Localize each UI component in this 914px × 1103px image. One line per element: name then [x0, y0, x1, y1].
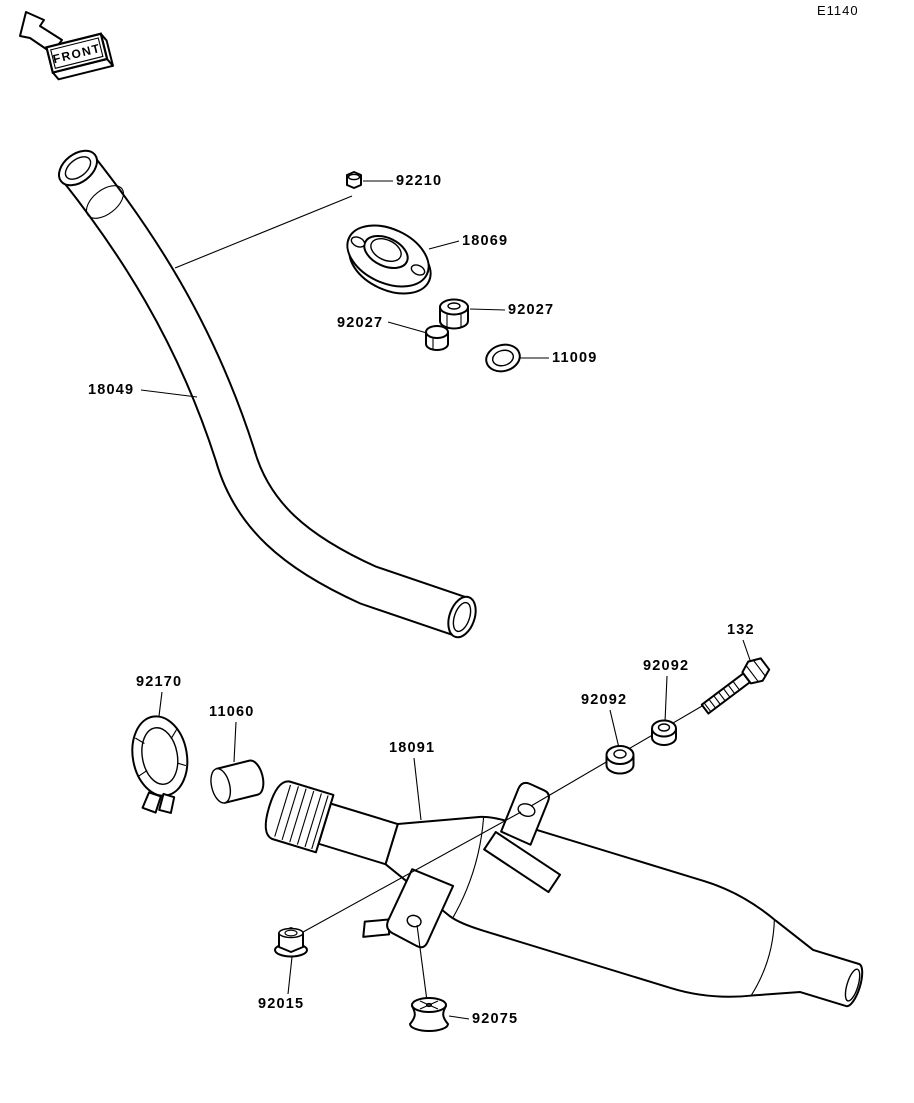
part-label-92027-right: 92027 [508, 302, 555, 318]
muffler-seam-front [452, 816, 485, 919]
mount-bolt [700, 657, 771, 715]
muffler-seam-rear [750, 919, 775, 997]
exhaust-holder-flange [346, 224, 432, 295]
part-label-92092-lower: 92092 [581, 692, 628, 708]
page-code: E1140 [817, 3, 859, 18]
part-label-92075: 92075 [472, 1011, 519, 1027]
muffler-tail-outlet [844, 968, 861, 1002]
damper-axis-line [416, 924, 428, 1002]
part-label-92210: 92210 [396, 173, 443, 189]
part-label-92092-upper: 92092 [643, 658, 690, 674]
muffler-inlet-cap [264, 780, 335, 854]
mount-grommet-upper [651, 719, 677, 746]
muffler-clamp [131, 715, 189, 814]
flange-stud-nut [346, 171, 362, 189]
part-label-18091: 18091 [389, 740, 436, 756]
part-label-132: 132 [727, 622, 755, 638]
part-label-92027-left: 92027 [337, 315, 384, 331]
pipe-holder-collets [425, 298, 469, 351]
muffler-bottom-bracket [362, 868, 455, 949]
muffler-mount-strip [483, 831, 562, 894]
part-label-92170: 92170 [136, 674, 183, 690]
front-direction-icon: FRONT [19, 11, 114, 81]
assembly-axis-line [293, 811, 522, 938]
part-label-92015: 92015 [258, 996, 305, 1012]
rubber-damper [409, 997, 449, 1032]
part-label-11060: 11060 [209, 704, 255, 720]
muffler-gasket [485, 343, 521, 373]
pipe-weld-ring [85, 185, 125, 219]
muffler-body [264, 780, 864, 1008]
part-label-18049: 18049 [88, 382, 135, 398]
header-pipe [57, 149, 477, 639]
part-label-11009: 11009 [552, 350, 598, 366]
muffler-body-sleeve [210, 759, 265, 804]
mount-nut [274, 927, 308, 958]
muffler-inlet-pipe [317, 802, 399, 866]
muffler-top-bracket [500, 781, 550, 846]
part-label-18069: 18069 [462, 233, 509, 249]
mount-grommet-lower [605, 745, 635, 775]
